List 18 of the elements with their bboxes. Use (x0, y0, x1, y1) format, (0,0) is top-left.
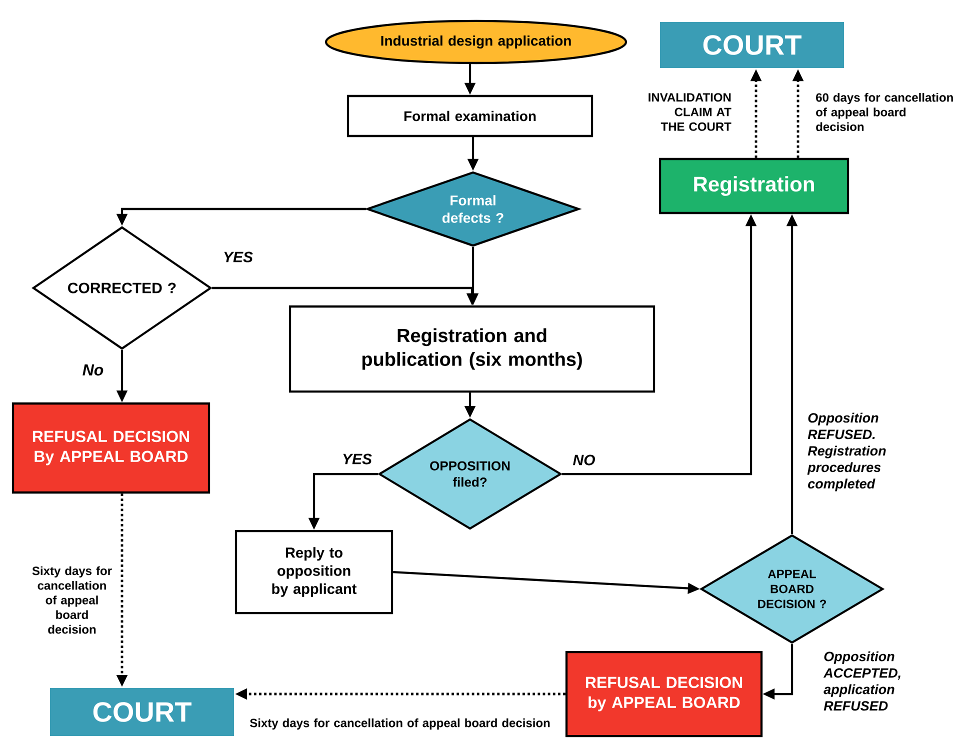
process-box: Formal examination (346, 94, 594, 138)
edge-label: Sixty days for cancellation of appeal board decision (32, 566, 112, 634)
process-box: Registration and publication (six months) (288, 305, 656, 393)
edge-label: YES (343, 454, 372, 464)
refusal-box: REFUSAL DECISION by APPEAL BOARD (565, 650, 763, 738)
edge-label: Opposition REFUSED. Registration procedures completed (807, 412, 886, 492)
edge-label: 60 days for cancellation of appeal board decision (816, 92, 953, 132)
court-box: COURT (660, 22, 844, 68)
edge-label: YES (224, 252, 253, 262)
edge-label: NO (573, 454, 595, 466)
process-box: Reply to opposition by applicant (234, 530, 394, 614)
refusal-box: REFUSAL DECISION By APPEAL BOARD (12, 402, 210, 494)
registration-box: Registration (658, 158, 850, 214)
edge-label: Sixty days for cancellation of appeal board decision (250, 718, 550, 730)
edge-label: Opposition ACCEPTED, application REFUSED (823, 651, 900, 711)
edge-label: INVALIDATION CLAIM AT THE COURT (648, 93, 732, 131)
court-box: COURT (50, 688, 234, 736)
edge-label: No (82, 364, 104, 376)
